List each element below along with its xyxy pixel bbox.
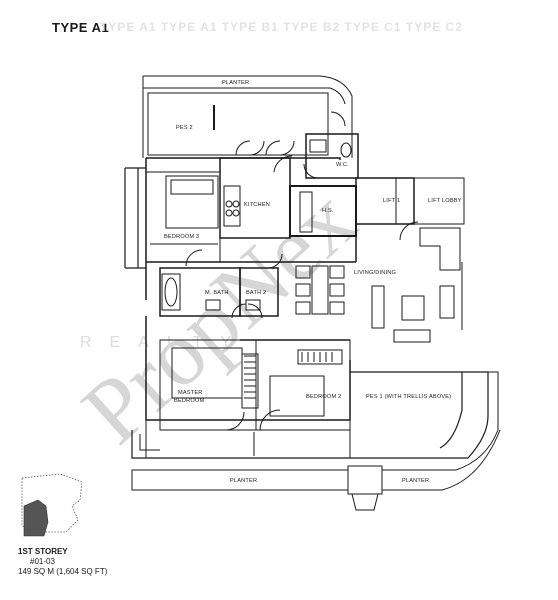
label-living-dining: LIVING/DINING [354,270,396,276]
label-kitchen: KITCHEN [244,202,270,208]
lift-lobby-area [413,177,465,225]
pes2-area [147,92,329,156]
label-wc: W.C. [336,162,349,168]
plan-type-ghost-text: TYPE A1 TYPE A1 TYPE B1 TYPE B2 TYPE C1 … [100,20,463,34]
label-bedroom2: BEDROOM 2 [306,394,341,400]
label-planter-bottom-left: PLANTER [230,478,257,484]
bath2-area [239,267,279,317]
storey-info: 1ST STOREY #01-03 149 SQ M (1,604 SQ FT) [18,547,107,577]
bedroom3-area [145,171,221,263]
unit-number: #01-03 [30,557,55,566]
key-plan-unit [23,499,49,537]
storey-label: 1ST STOREY [18,547,68,556]
label-planter-top: PLANTER [222,80,249,86]
label-bedroom3: BEDROOM 3 [164,234,199,240]
wc-area [305,133,359,179]
walls [124,75,501,511]
unit-area: 149 SQ M (1,604 SQ FT) [18,567,108,576]
label-master-bedroom-line2: BEDROOM [174,398,204,404]
bedroom2-area [255,339,351,431]
label-hs: H.S. [322,208,334,214]
plan-type-title: TYPE A1 [52,20,110,35]
label-lift-lobby: LIFT LOBBY [428,198,462,204]
label-lift1: LIFT 1 [383,198,400,204]
label-pes2: PES 2 [176,125,193,131]
pes1-outline [131,371,489,459]
label-bath2: BATH 2 [246,290,266,296]
planter-top-outline [142,75,353,158]
key-plan [21,473,83,537]
label-pes1: PES 1 (WITH TRELLIS ABOVE) [366,394,451,400]
label-planter-bottom-right: PLANTER [402,478,429,484]
label-m-bath: M. BATH [205,290,229,296]
watermark-realty: REALTY [80,334,249,351]
outer-wall-left [124,167,146,269]
label-master-bedroom-line1: MASTER [178,390,203,396]
